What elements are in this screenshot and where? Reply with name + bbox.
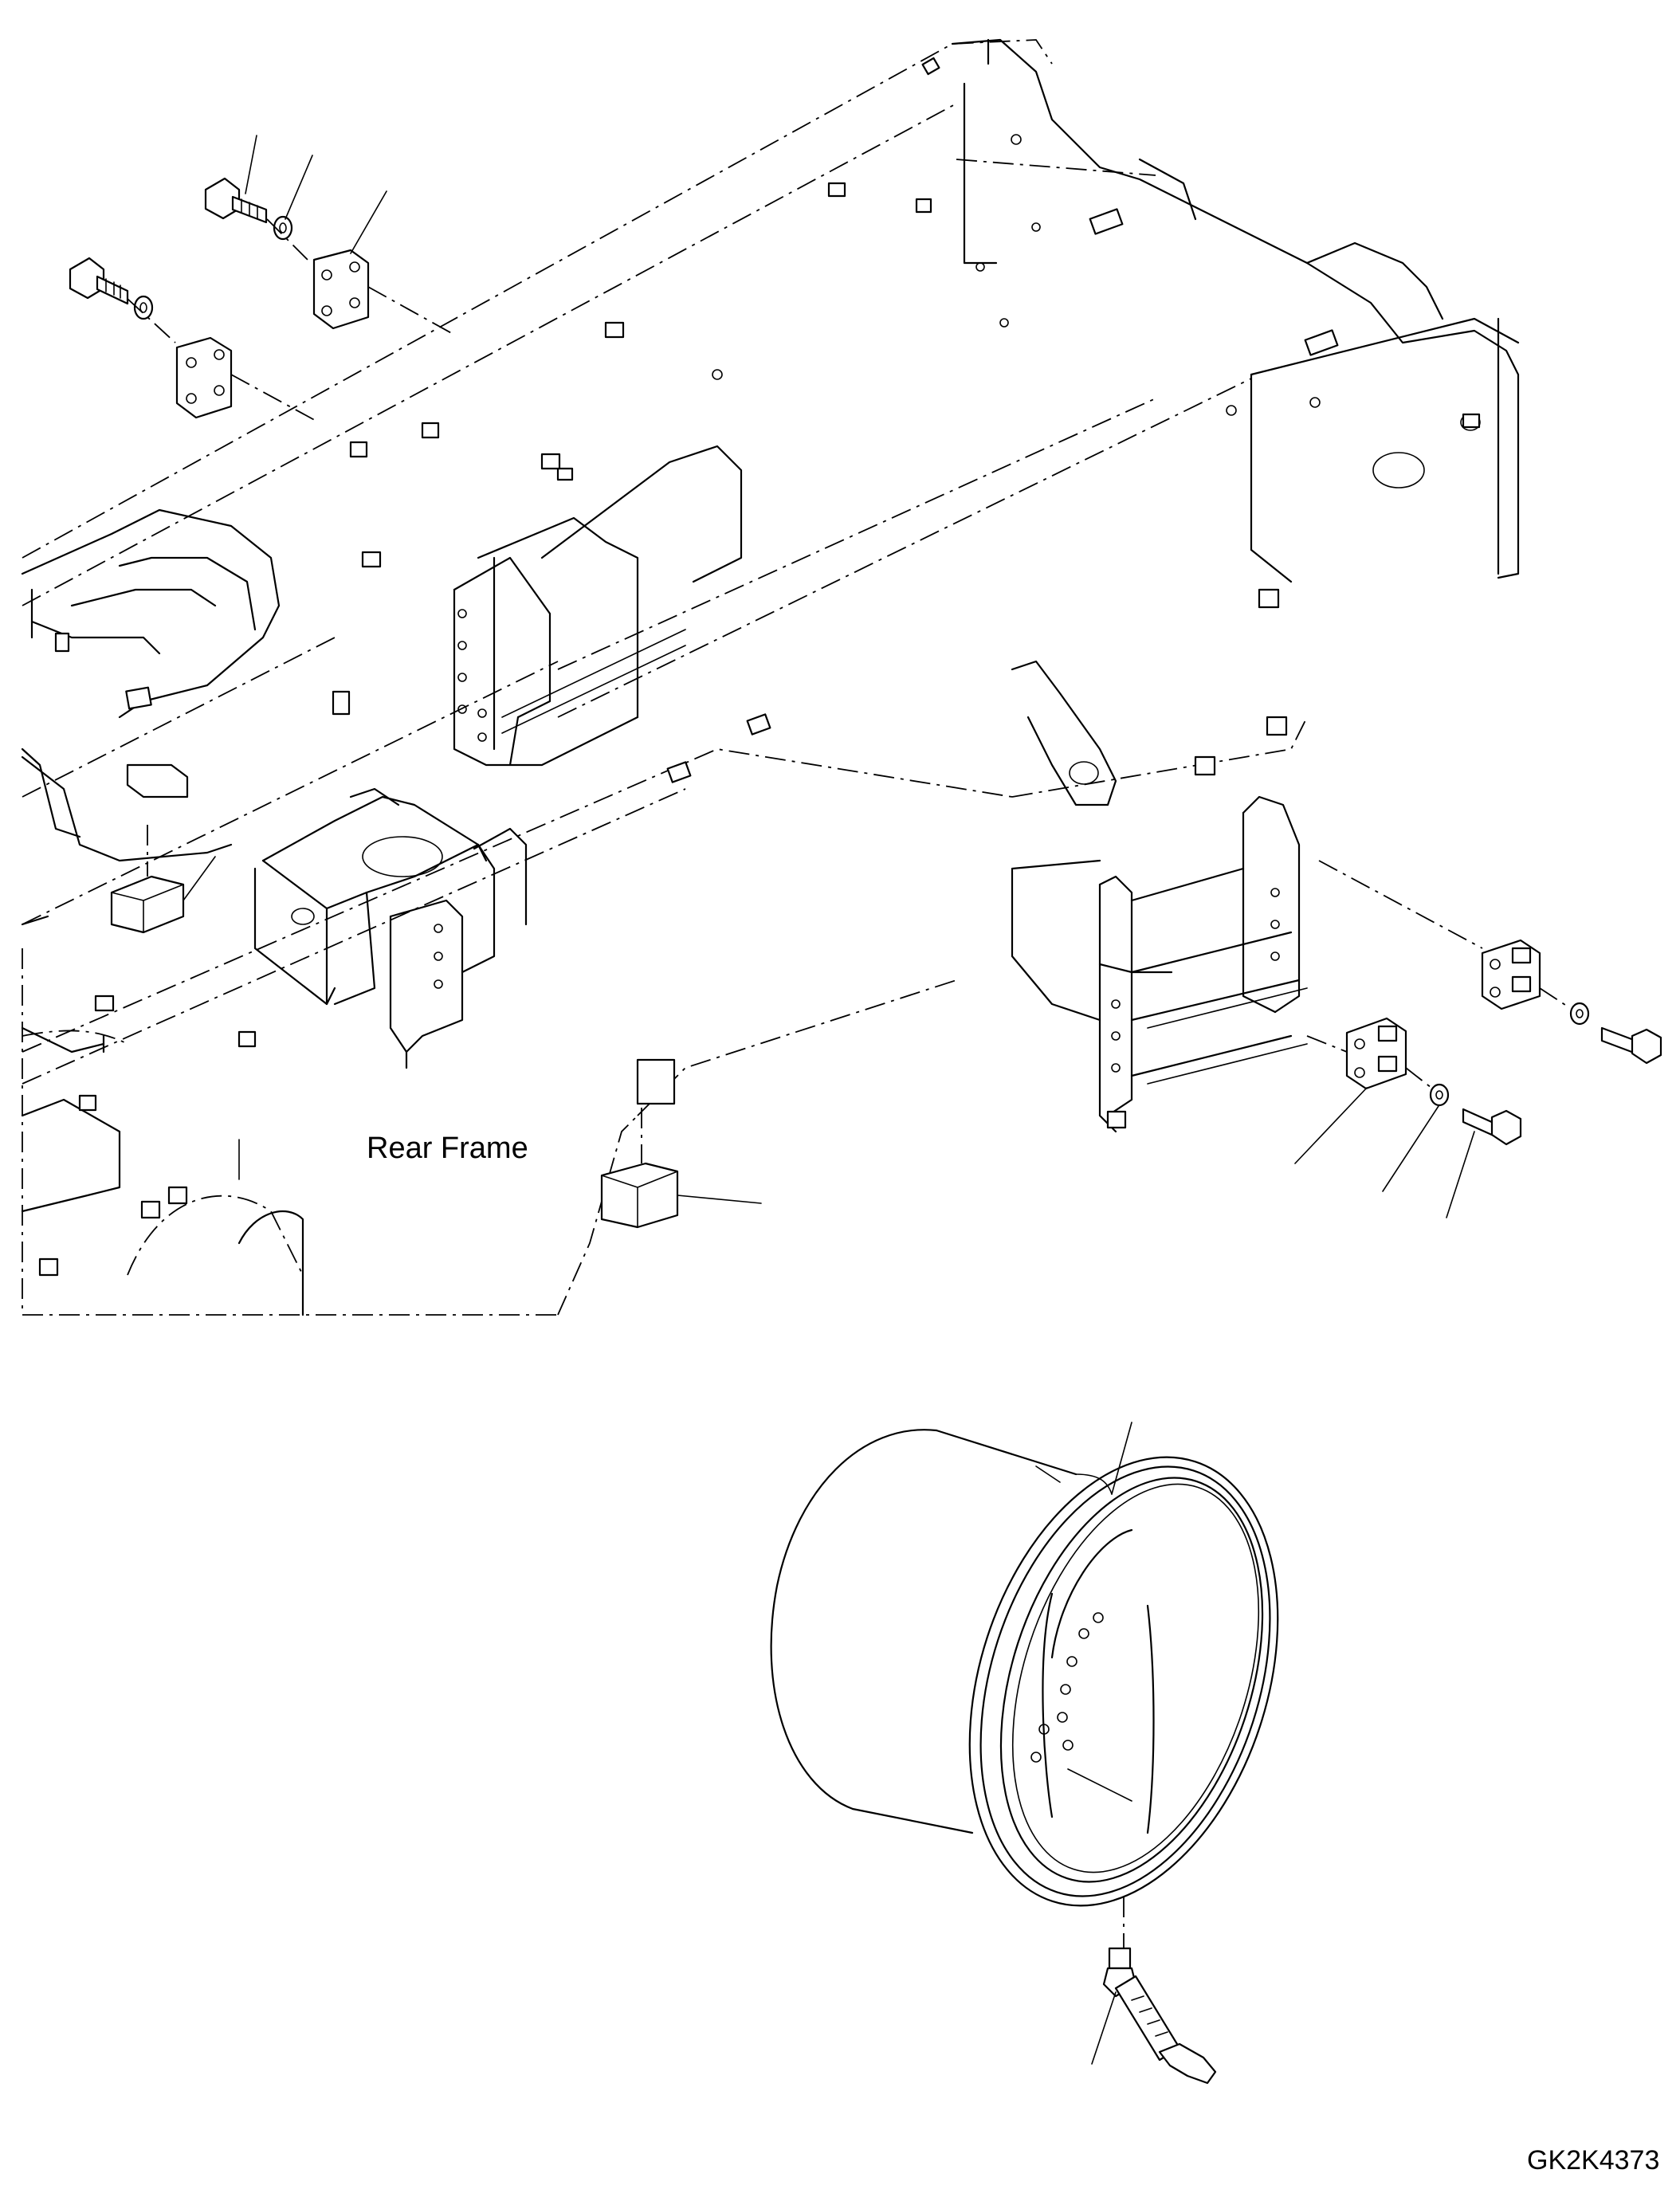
plate-set-4 xyxy=(1294,1017,1522,1218)
plate-set-2 xyxy=(69,257,320,423)
rear-frame xyxy=(21,38,1520,1316)
air-valve xyxy=(1091,1947,1217,2085)
drawing-id-label: GK2K4373 xyxy=(1527,2145,1660,2175)
rear-frame-label: Rear Frame xyxy=(367,1132,528,1165)
plate-set-3 xyxy=(1318,860,1662,1065)
plate-set-1 xyxy=(204,135,455,335)
rubber-stopper-right xyxy=(600,1058,762,1229)
wheel-rim xyxy=(770,1422,1279,1948)
frame-nuts xyxy=(38,57,1481,1277)
rubber-stopper-left xyxy=(110,763,216,934)
